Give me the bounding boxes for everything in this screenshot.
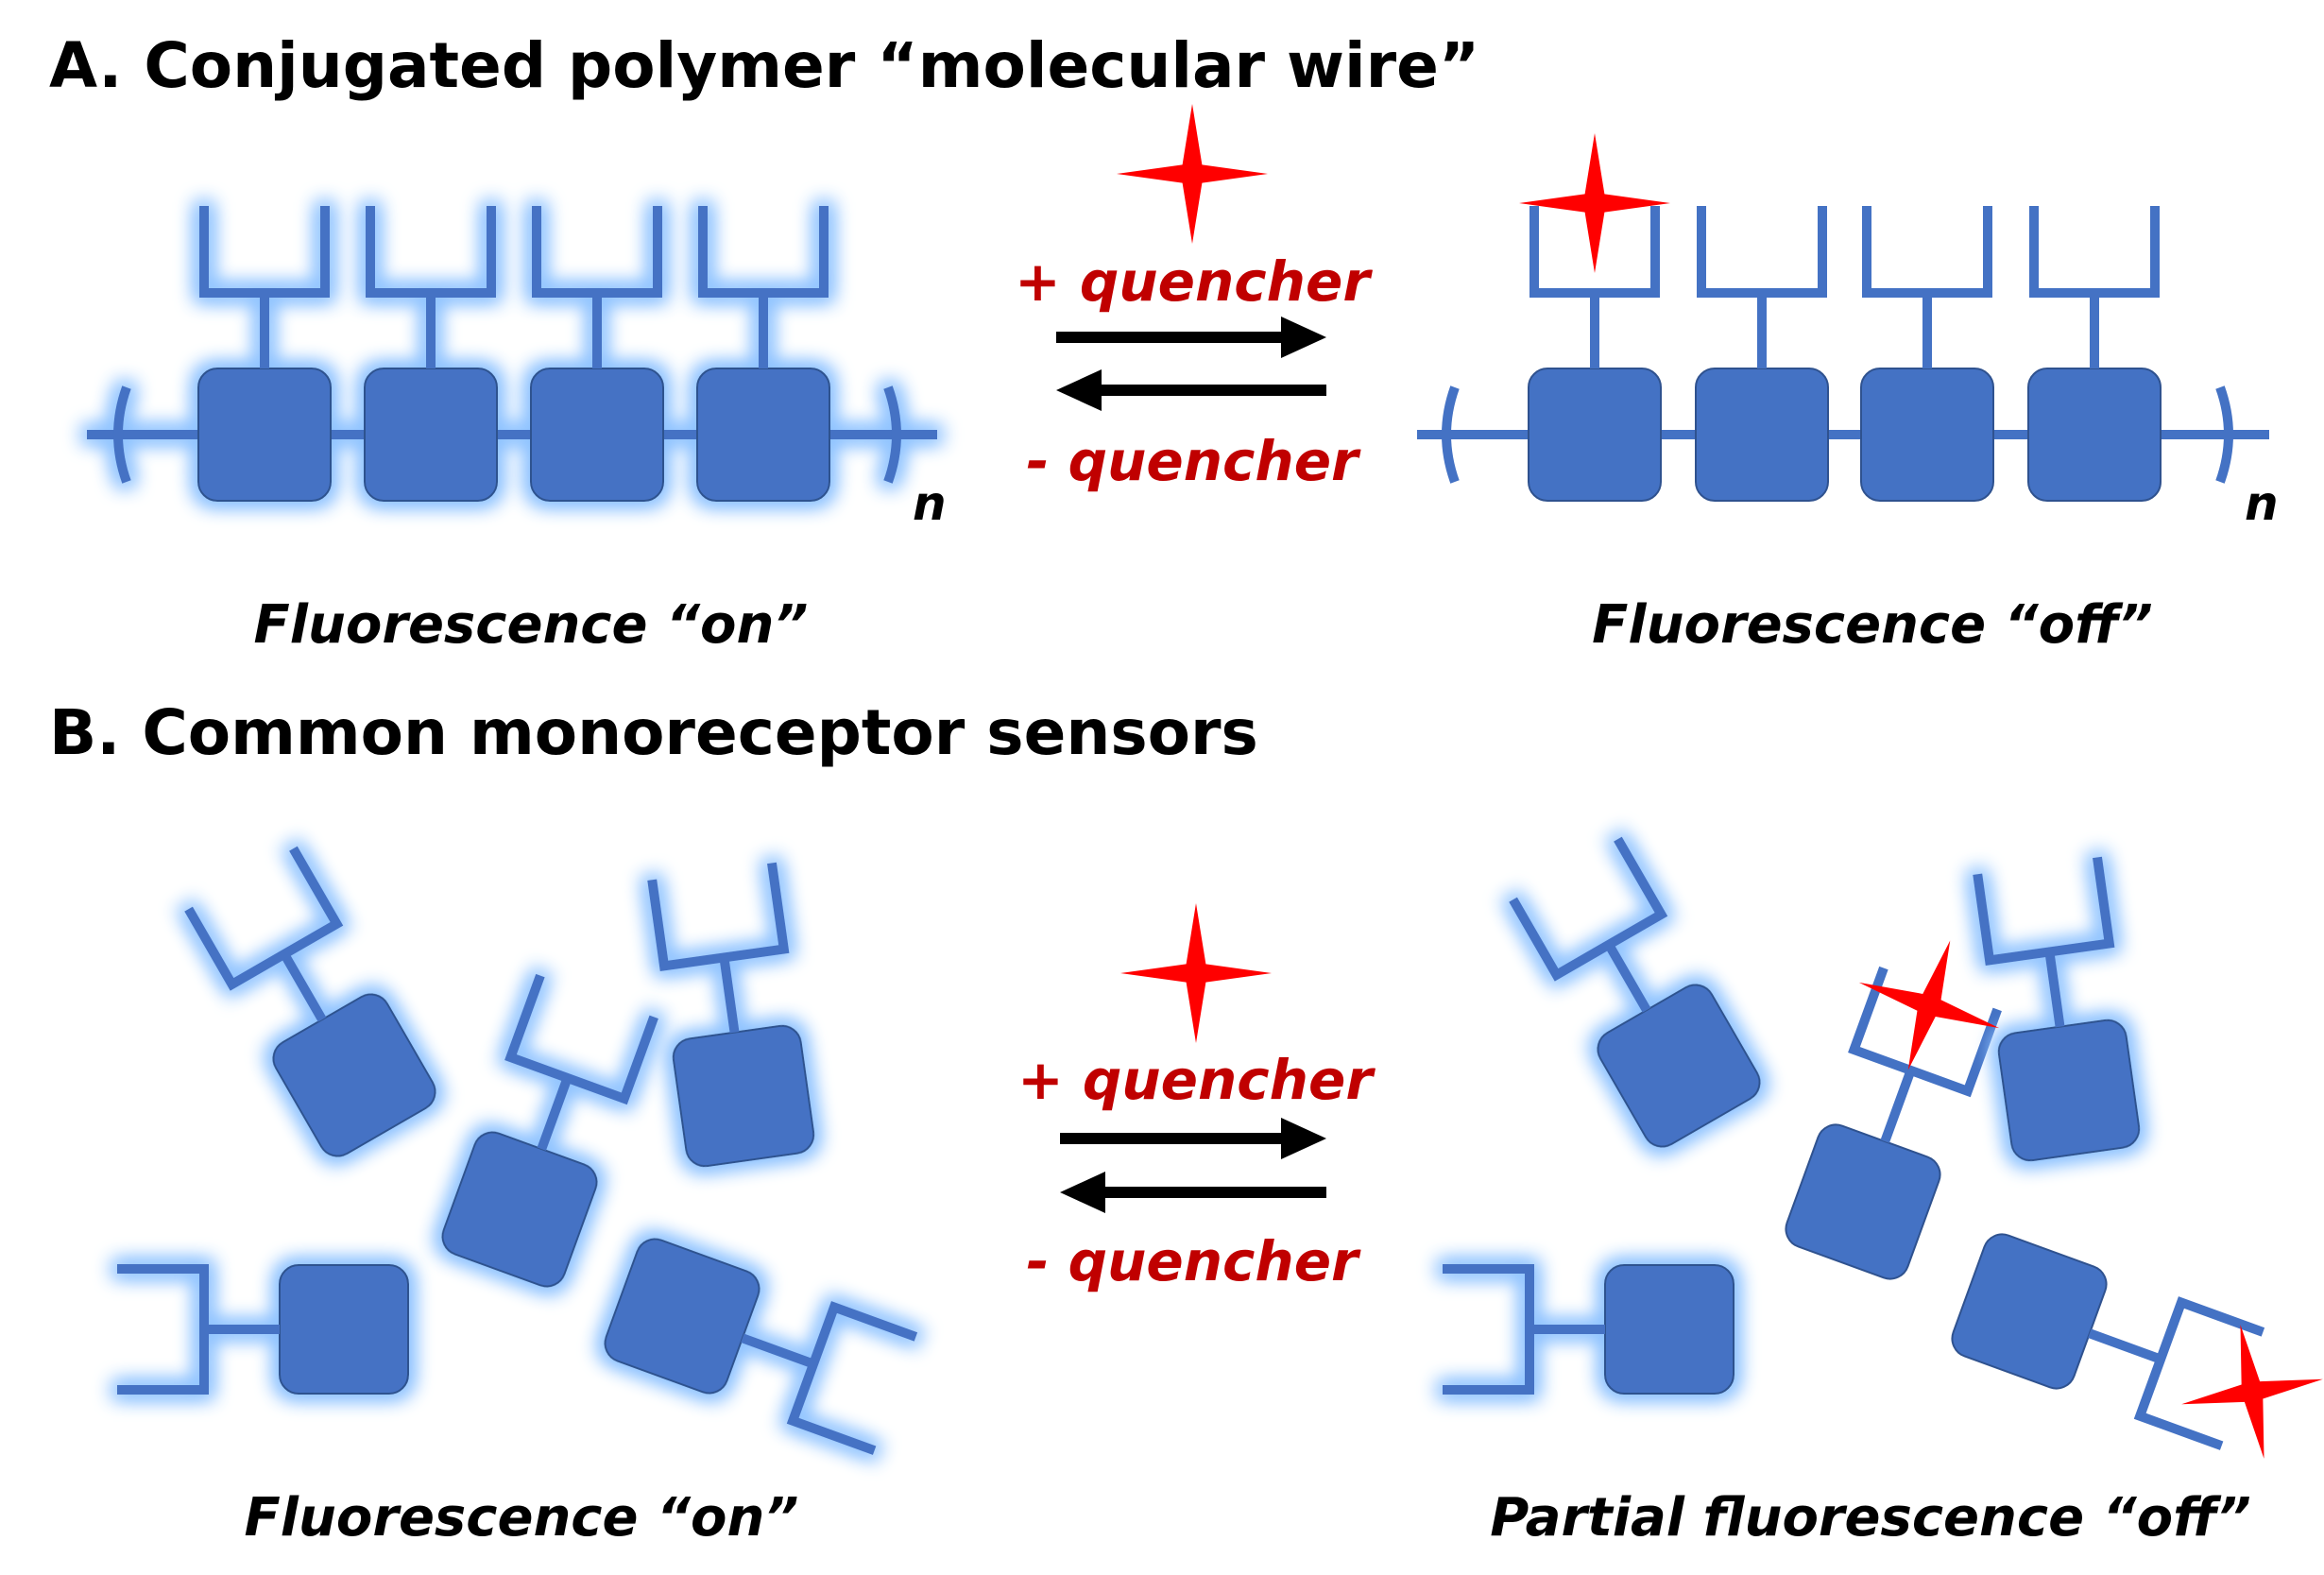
repeat-subscript-right: n	[2245, 476, 2279, 531]
receptor-cup	[532, 206, 662, 298]
forward-reverse-arrow-icon	[1056, 317, 1326, 411]
linker	[280, 951, 327, 1022]
monoreceptor-sensors-partially-quenched	[1443, 836, 2323, 1459]
monoreceptor-sensors-fluorescent	[117, 846, 918, 1455]
bracket-left	[113, 385, 131, 484]
quencher-star	[1858, 940, 2000, 1070]
fluorophore-square	[1597, 984, 1761, 1148]
equilibrium-arrows-a: + quencher - quencher	[1015, 104, 1373, 493]
linker	[2044, 950, 2065, 1028]
fluorophore-square	[272, 993, 436, 1157]
receptor-cup	[1529, 206, 1660, 298]
caption-fluorescence-off-a: Fluorescence “off”	[1592, 594, 2153, 656]
fluorophore-square	[364, 368, 498, 502]
monoreceptor-sensor	[441, 973, 658, 1288]
caption-partial-fluorescence-off: Partial fluorescence “off”	[1490, 1487, 2251, 1549]
fluorophore-square	[2027, 368, 2162, 502]
quencher-star	[1117, 104, 1268, 244]
receptor-cup	[1862, 206, 1992, 298]
receptor-cup	[504, 973, 658, 1105]
monoreceptor-sensor	[1509, 836, 1761, 1148]
repeat-subscript-left: n	[913, 476, 947, 531]
caption-fluorescence-on-a: Fluorescence “on”	[254, 594, 809, 656]
fluorophore-square	[672, 1024, 815, 1168]
receptor-cup	[184, 846, 344, 991]
fluorophore-square	[279, 1264, 409, 1395]
receptor-cup	[698, 206, 829, 298]
fluorophore-square	[1695, 368, 1829, 502]
fluorophore-square	[1785, 1123, 1941, 1280]
quencher-star	[2181, 1325, 2323, 1459]
fluorophore-square	[1528, 368, 1662, 502]
monoreceptor-sensor	[1973, 856, 2141, 1162]
monoreceptor-sensor	[1443, 1264, 1734, 1395]
fluorophore-square	[1860, 368, 1994, 502]
fluorophore-square	[1604, 1264, 1734, 1395]
receptor-cup	[199, 206, 330, 298]
forward-quencher-label: + quencher	[1017, 1048, 1376, 1112]
receptor-cup	[366, 206, 496, 298]
receptor-cup	[1697, 206, 1827, 298]
quencher-star-icon	[1117, 104, 1268, 244]
monoreceptor-sensor	[117, 1264, 409, 1395]
quencher-star-icon	[1120, 903, 1272, 1043]
fluorophore-square	[1997, 1019, 2141, 1162]
receptor-cup	[117, 1264, 209, 1395]
bracket-left	[1442, 385, 1460, 484]
linker	[1880, 1069, 1916, 1143]
forward-quencher-label: + quencher	[1015, 249, 1373, 314]
monoreceptor-sensor	[1951, 1233, 2265, 1450]
bracket-right	[883, 385, 901, 484]
linker	[2088, 1328, 2162, 1364]
receptor-cup	[1848, 966, 2002, 1098]
panel-b: B. Common monoreceptor sensors + quenche…	[49, 696, 2323, 1549]
reverse-quencher-label: - quencher	[1026, 1229, 1361, 1293]
fluorophore-square	[441, 1131, 598, 1288]
panel-a: A. Conjugated polymer “molecular wire” n…	[49, 29, 2279, 656]
fluorophore-square	[1951, 1233, 2108, 1390]
linker	[537, 1076, 572, 1151]
polymer-fluorescent	[87, 206, 937, 502]
fluorophore-square	[604, 1238, 760, 1395]
panel-a-title: A. Conjugated polymer “molecular wire”	[49, 29, 1479, 102]
caption-fluorescence-on-b: Fluorescence “on”	[245, 1487, 799, 1549]
linker	[1604, 942, 1651, 1013]
fluorophore-square	[197, 368, 332, 502]
forward-reverse-arrow-icon	[1060, 1118, 1326, 1213]
quencher-star	[1120, 903, 1272, 1043]
receptor-cup	[2029, 206, 2160, 298]
monoreceptor-sensor	[184, 846, 436, 1157]
receptor-cup	[647, 862, 790, 971]
monoreceptor-sensor	[604, 1238, 918, 1455]
polymer-quenched	[1417, 133, 2269, 502]
fluorophore-square	[530, 368, 664, 502]
linker	[719, 956, 740, 1034]
quencher-star	[1519, 133, 1670, 273]
monoreceptor-sensor	[1785, 966, 2002, 1280]
receptor-cup	[2133, 1296, 2265, 1450]
bracket-right	[2215, 385, 2233, 484]
monoreceptor-sensor	[647, 862, 815, 1168]
linker	[741, 1333, 815, 1369]
receptor-cup	[1443, 1264, 1534, 1395]
reverse-quencher-label: - quencher	[1026, 429, 1361, 493]
panel-b-title: B. Common monoreceptor sensors	[49, 696, 1258, 769]
receptor-cup	[1973, 856, 2115, 966]
receptor-cup	[1509, 836, 1668, 982]
receptor-cup	[786, 1301, 918, 1455]
equilibrium-arrows-b: + quencher - quencher	[1017, 903, 1376, 1293]
fluorophore-square	[696, 368, 830, 502]
